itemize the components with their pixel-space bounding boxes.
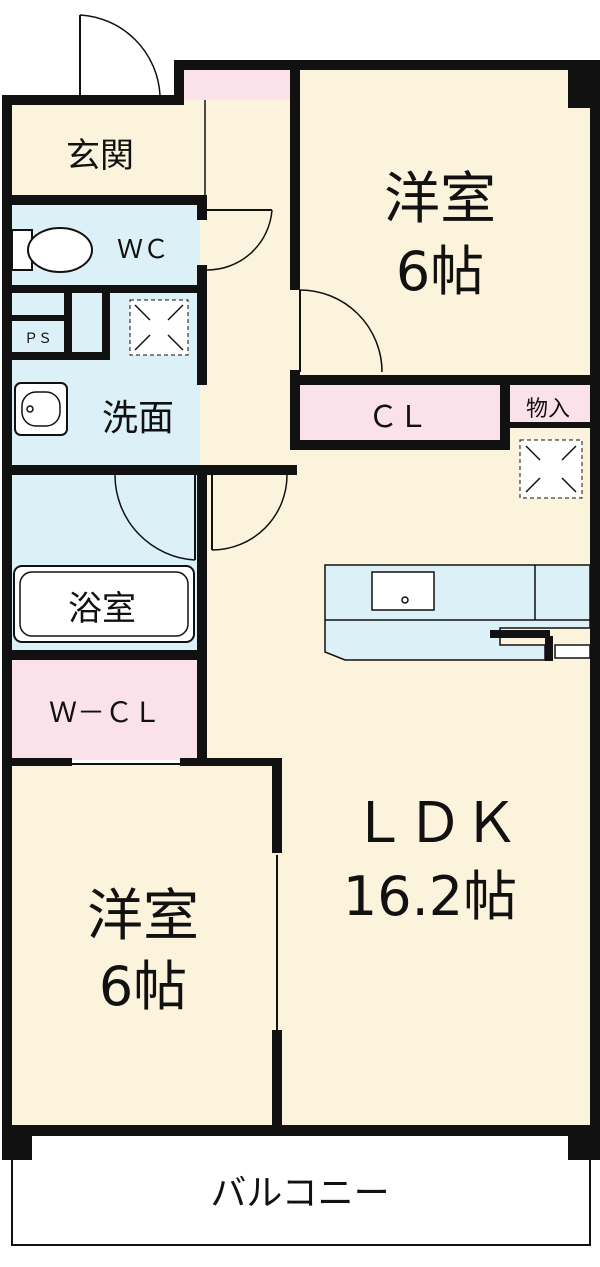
genkan-label: 玄関: [66, 136, 134, 176]
wall: [2, 352, 110, 360]
wall: [290, 370, 300, 450]
entry-closet-strip: [183, 70, 295, 100]
wall: [2, 1125, 32, 1160]
ps-label: ＰＳ: [24, 331, 52, 347]
wall: [500, 375, 510, 450]
wall: [2, 315, 72, 321]
wcl-area: [10, 655, 200, 760]
wcl-label: Ｗ－ＣＬ: [49, 696, 161, 729]
wall: [197, 465, 207, 765]
wall: [2, 195, 207, 205]
wall: [2, 465, 297, 475]
cl-label: ＣＬ: [368, 400, 428, 435]
cl-area: [300, 385, 500, 440]
wall: [2, 95, 12, 1135]
yokushitsu-label: 浴室: [68, 589, 136, 629]
balcony-label: バルコニー: [210, 1173, 389, 1214]
fridge-space-icon: [519, 439, 583, 499]
wall: [180, 758, 280, 766]
ldk-name: ＬＤＫ: [351, 791, 519, 856]
wall: [568, 1125, 600, 1160]
washer-space-icon: [129, 299, 189, 356]
wall: [197, 195, 207, 220]
monoire-label: 物入: [526, 397, 570, 422]
yoshitsu-bottom-name: 洋室: [87, 884, 199, 949]
balcony-area: [11, 1134, 591, 1246]
wall: [505, 422, 590, 428]
genkan-area: [10, 100, 200, 200]
yoshitsu-top-size: 6帖: [396, 240, 484, 303]
bath-door: [114, 474, 196, 561]
washbasin-icon: [14, 382, 68, 436]
wall: [2, 650, 207, 660]
wall: [272, 1030, 282, 1130]
bathtub-icon: [13, 565, 195, 643]
ldk-size: 16.2帖: [343, 865, 517, 928]
wall: [197, 265, 207, 385]
wc-door: [206, 209, 273, 271]
wall: [590, 60, 600, 1135]
wall: [290, 440, 510, 450]
toilet-icon: [11, 227, 93, 273]
yoshitsu-top-name: 洋室: [384, 167, 496, 232]
monoire-area: [505, 385, 590, 425]
ldk-door: [211, 474, 288, 551]
yoshitsu-bottom-area: [10, 765, 275, 1125]
yoshitsu-bottom-size: 6帖: [99, 955, 187, 1018]
wall: [290, 60, 300, 290]
wall: [2, 758, 72, 766]
senmen-label: 洗面: [102, 398, 174, 439]
yoshitsu-top-door: [299, 289, 383, 373]
entrance-door: [79, 14, 161, 101]
wall: [174, 60, 184, 105]
wall: [272, 758, 282, 853]
wc-label: ＷＣ: [117, 235, 169, 265]
kitchen-counter-icon: [324, 564, 591, 661]
yoshitsu-top-area: [295, 68, 590, 380]
wall: [102, 285, 110, 360]
